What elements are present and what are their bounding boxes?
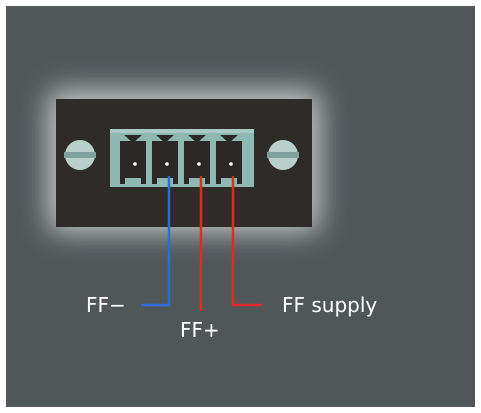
screw-icon (267, 140, 299, 170)
screw-icon (64, 140, 96, 170)
terminal-slot (120, 135, 146, 184)
wire-ff-minus (141, 176, 171, 307)
terminal-slot (216, 135, 242, 184)
label-ff-plus: FF+ (180, 318, 220, 342)
label-ff-minus: FF− (86, 293, 126, 317)
wire-ff-supply (231, 176, 262, 307)
label-ff-supply: FF supply (282, 293, 377, 317)
terminal-slot (152, 135, 178, 184)
terminal-slots (120, 135, 242, 184)
terminal-slot (184, 135, 210, 184)
